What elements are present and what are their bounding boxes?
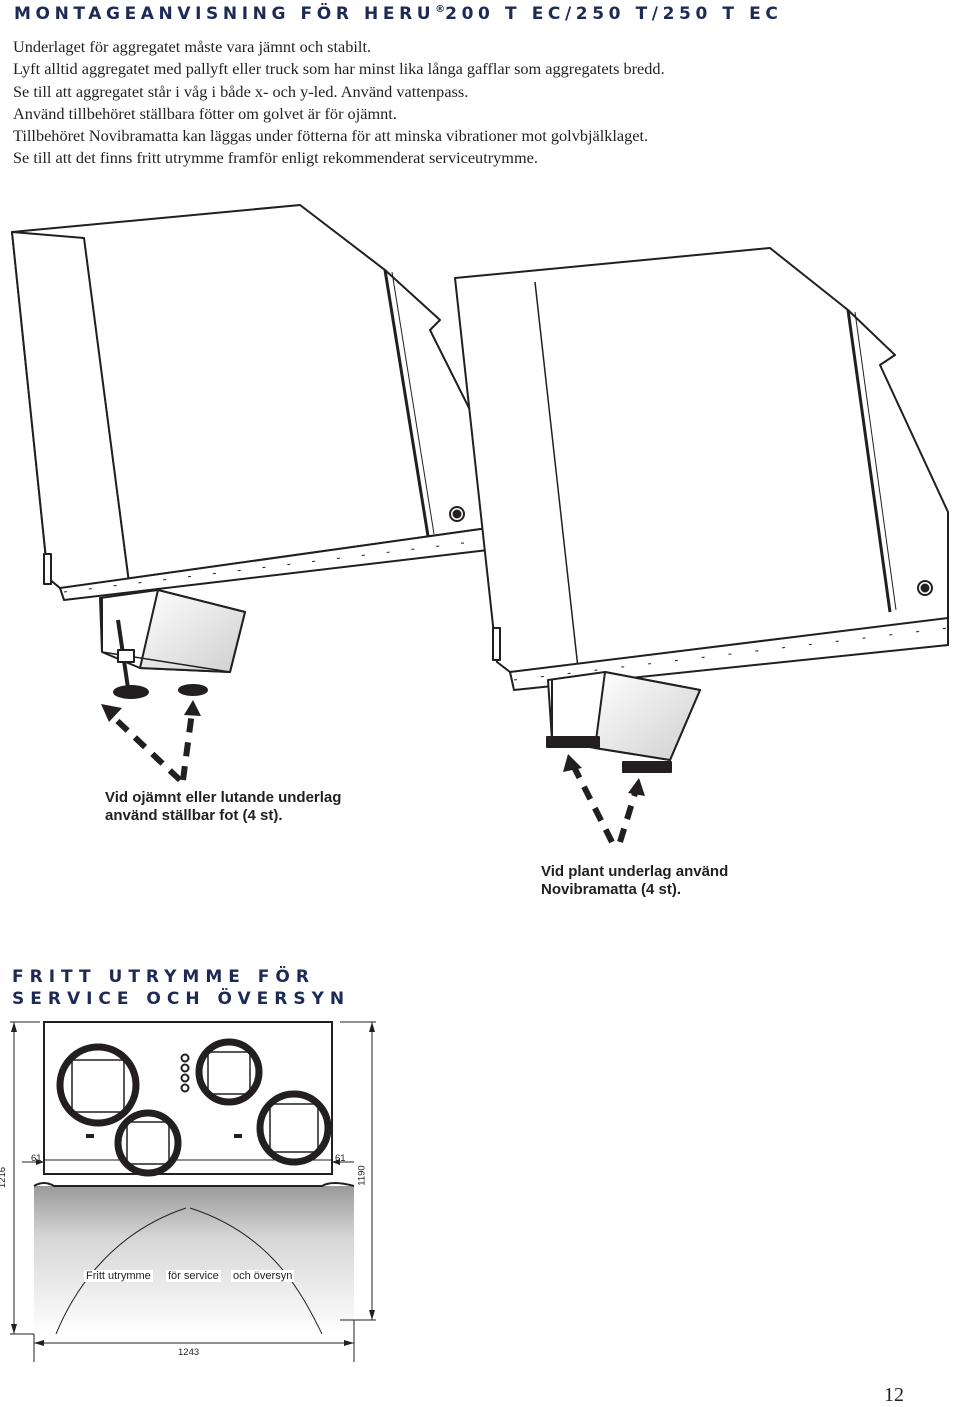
instruction-item: Se till att aggregatet står i våg i både… (13, 81, 469, 101)
instruction-item: Lyft alltid aggregatet med pallyft eller… (13, 59, 665, 79)
title-main: MONTAGEANVISNING FÖR HERU (14, 4, 436, 24)
novibra-mat-callout: Vid plant underlag använd Novibramatta (… (541, 863, 728, 899)
instruction-item: Se till att det finns fritt utrymme fram… (13, 148, 538, 168)
service-section-title: FRITT UTRYMME FÖR SERVICE OCH ÖVERSYN (12, 966, 350, 1010)
registered-mark: ® (435, 4, 446, 15)
callout-line: Vid plant underlag använd (541, 863, 729, 880)
dimension-side-right: 61 (335, 1153, 346, 1164)
instruction-list: Underlaget för aggregatet måste vara jäm… (13, 36, 665, 170)
left-unit-drawing (11, 204, 491, 699)
callout-line: Vid ojämnt eller lutande underlag (105, 789, 342, 806)
dimension-side-left: 61 (31, 1153, 42, 1164)
service-space (34, 1186, 354, 1334)
dimension-total-depth: 1216 (0, 1166, 9, 1189)
section-title-line: SERVICE OCH ÖVERSYN (12, 989, 351, 1009)
dimension-arrowheads (11, 1022, 375, 1346)
callout-line: använd ställbar fot (4 st). (105, 807, 283, 824)
instruction-item: Underlaget för aggregatet måste vara jäm… (13, 37, 372, 56)
service-space-label: och översyn (231, 1270, 295, 1282)
right-unit-drawing (454, 247, 949, 773)
dimension-unit-depth: 1190 (356, 1165, 368, 1186)
right-unit-body (454, 247, 949, 673)
instruction-item: Tillbehöret Novibramatta kan läggas unde… (13, 126, 649, 146)
callout-line: Novibramatta (4 st). (541, 881, 682, 898)
page-title: MONTAGEANVISNING FÖR HERU®200 T EC/250 T… (14, 4, 782, 24)
instruction-item: Använd tillbehöret ställbara fötter om g… (13, 103, 397, 123)
page-number: 12 (884, 1384, 904, 1406)
service-plan-drawing (10, 1021, 376, 1362)
dimension-width: 1243 (178, 1347, 200, 1358)
service-space-label: för service (166, 1270, 221, 1282)
section-title-line: FRITT UTRYMME FÖR (12, 967, 315, 987)
adjustable-feet-callout: Vid ojämnt eller lutande underlag använd… (105, 789, 341, 825)
duct-connection (256, 1090, 332, 1166)
duct-connection (114, 1109, 182, 1177)
title-suffix: 200 T EC/250 T/250 T EC (445, 4, 783, 24)
duct-connection (195, 1038, 263, 1106)
arrow-heads (101, 700, 645, 796)
service-space-label: Fritt utrymme (84, 1270, 153, 1282)
pointer-arrows (107, 711, 639, 844)
duct-connection (56, 1043, 140, 1127)
